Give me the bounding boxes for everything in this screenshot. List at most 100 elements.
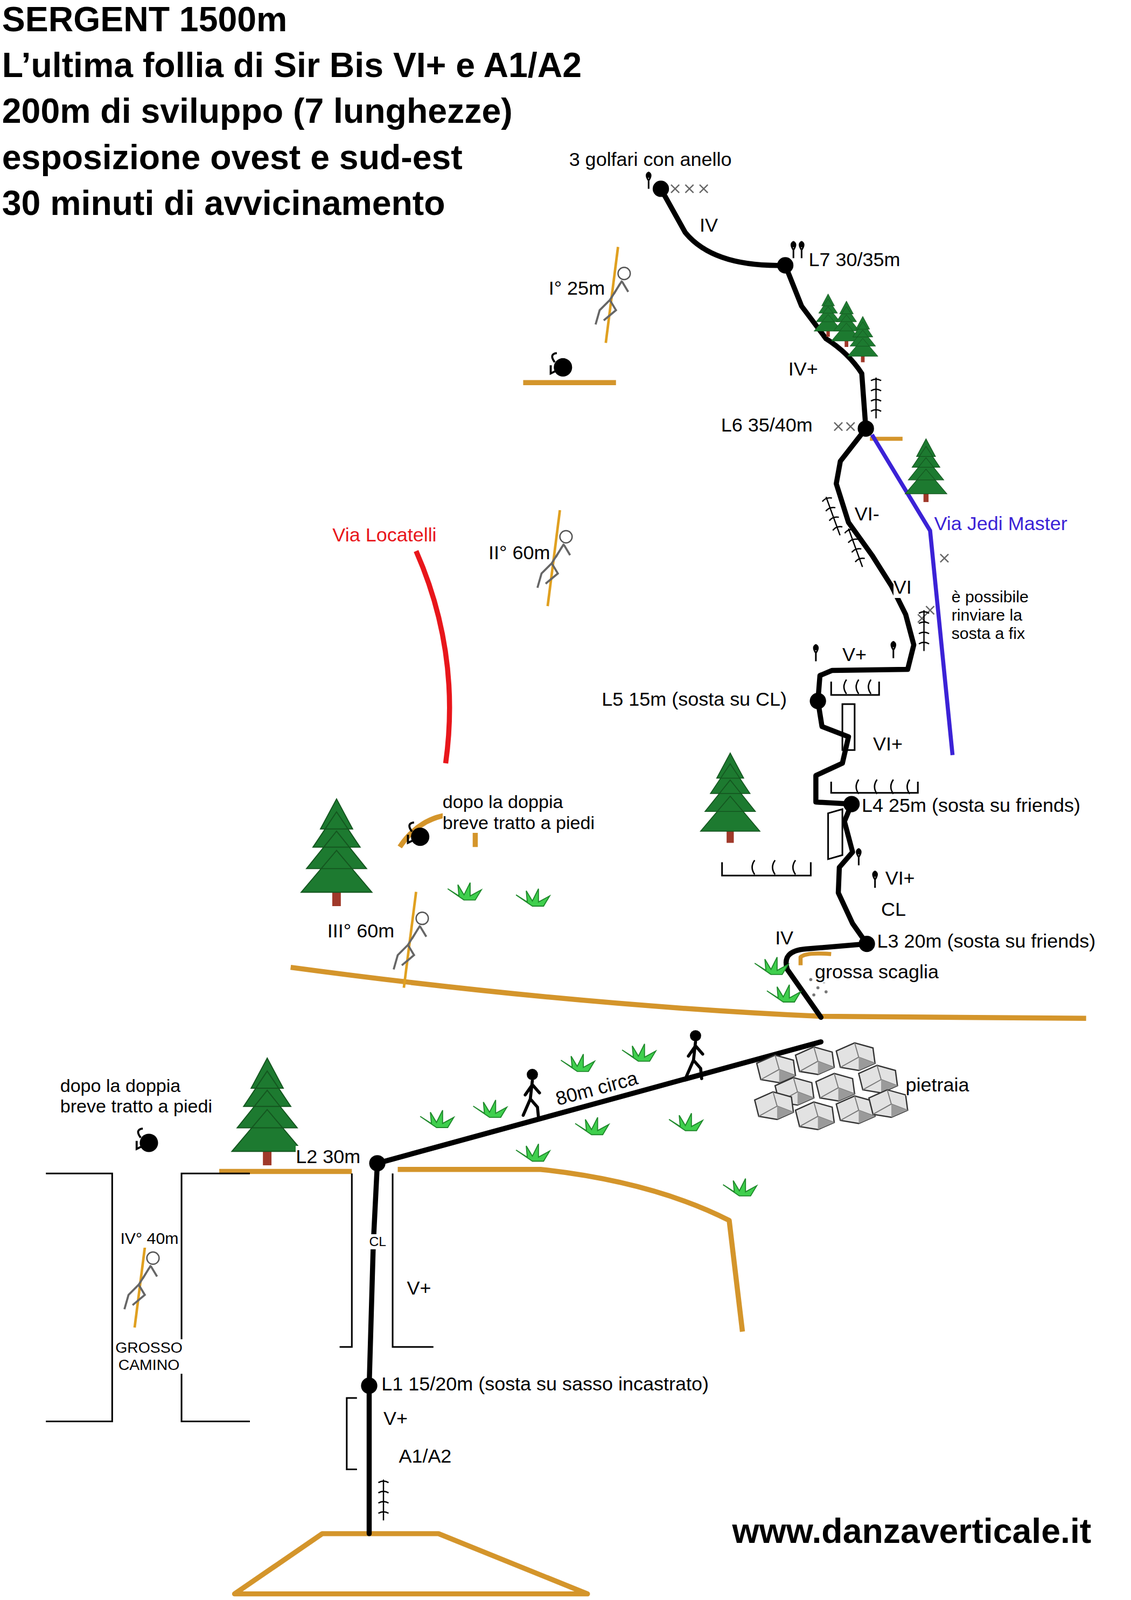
scree-rocks-part bbox=[795, 1101, 835, 1130]
topo-label: IV° 40m bbox=[120, 1229, 179, 1248]
wall-outlines-part bbox=[828, 808, 843, 860]
cam-symbols-part bbox=[874, 779, 878, 794]
hanger-symbols-part bbox=[856, 848, 862, 865]
cam-symbols-part bbox=[843, 679, 847, 694]
belay-stations-part bbox=[843, 795, 860, 812]
topo-label: L2 30m bbox=[295, 1145, 361, 1168]
bolt-marks-part bbox=[834, 422, 843, 431]
belay-stations-part bbox=[368, 1154, 386, 1171]
trees-part bbox=[905, 438, 947, 502]
walking-figures-part bbox=[522, 1068, 540, 1117]
route-info: 200m di sviluppo (7 lunghezze) bbox=[2, 91, 513, 131]
cam-symbols-part bbox=[856, 679, 860, 694]
scree-rocks-part bbox=[836, 1042, 876, 1071]
scree-dots-part bbox=[824, 989, 828, 994]
scree-rocks-part bbox=[754, 1091, 794, 1120]
cam-symbols-part bbox=[868, 679, 871, 694]
grass-tufts-part bbox=[668, 1112, 703, 1130]
ground-ledges-part bbox=[234, 1533, 588, 1594]
ladder-symbols-part bbox=[821, 494, 846, 537]
topo-label: III° 60m bbox=[327, 919, 395, 942]
trees-part bbox=[700, 752, 760, 843]
grass-tufts-part bbox=[515, 888, 550, 906]
topo-label: I° 25m bbox=[548, 277, 605, 299]
scree-dots-part bbox=[812, 993, 816, 997]
topo-label: dopo la doppia breve tratto a piedi bbox=[442, 791, 604, 833]
ground-ledges-part bbox=[522, 380, 616, 386]
wall-outlines-part bbox=[722, 862, 812, 876]
scree-rocks bbox=[754, 1042, 908, 1130]
topo-label: II° 60m bbox=[488, 541, 550, 564]
topo-label: V+ bbox=[842, 643, 867, 666]
grass-tufts-part bbox=[447, 882, 481, 900]
hanger-symbols-part bbox=[646, 172, 652, 189]
topo-label: L4 25m (sosta su friends) bbox=[861, 794, 1081, 816]
ground-ledges-part bbox=[290, 967, 1087, 1019]
route-line-part bbox=[818, 428, 914, 702]
scree-dots-part bbox=[809, 978, 813, 982]
route-line-part bbox=[838, 804, 868, 944]
cam-symbols-part bbox=[752, 860, 756, 875]
topo-label: GROSSO CAMINO bbox=[114, 1338, 184, 1374]
grass-tufts-part bbox=[473, 1099, 507, 1117]
via-locatelli-line bbox=[416, 550, 450, 764]
topo-label: è possibile rinviare la sosta a fix bbox=[951, 587, 1050, 643]
hanger-symbols-part bbox=[813, 644, 819, 661]
scree-rocks-part bbox=[795, 1046, 835, 1074]
route-info: L’ultima follia di Sir Bis VI+ e A1/A2 bbox=[2, 45, 582, 85]
cam-symbols-part bbox=[906, 779, 910, 794]
bolt-marks-part bbox=[917, 613, 926, 623]
scree-rocks-part bbox=[868, 1089, 908, 1117]
belay-stations-part bbox=[777, 256, 794, 274]
wall-outlines-part bbox=[346, 1397, 358, 1470]
grass-tufts-part bbox=[420, 1109, 454, 1128]
topo-label: grossa scaglia bbox=[814, 960, 939, 983]
topo-label: L6 35/40m bbox=[721, 414, 813, 436]
belay-stations-part bbox=[858, 935, 875, 952]
topo-label: IV bbox=[775, 926, 794, 949]
rappel-anchors-part bbox=[407, 822, 430, 847]
cam-symbols-part bbox=[890, 779, 894, 794]
trees-part bbox=[301, 798, 372, 906]
route-info: 30 minuti di avvicinamento bbox=[2, 183, 446, 223]
grass-tufts-part bbox=[515, 1143, 550, 1161]
topo-label: VI- bbox=[854, 503, 880, 525]
grass-tufts-part bbox=[575, 1116, 609, 1135]
hanger-symbols-part bbox=[872, 871, 878, 888]
grass-tufts-part bbox=[622, 1043, 656, 1061]
route-line-part bbox=[368, 1041, 821, 1534]
grass-tufts-part bbox=[754, 957, 788, 975]
rappel-anchors-part bbox=[550, 352, 573, 377]
topo-label: CL bbox=[368, 1233, 386, 1249]
bolt-marks-part bbox=[699, 184, 708, 193]
route-info: www.danzaverticale.it bbox=[732, 1511, 1092, 1551]
grass-tufts-part bbox=[766, 984, 801, 1002]
route-line bbox=[368, 188, 914, 1533]
topo-label: Via Locatelli bbox=[332, 524, 437, 546]
topo-label: V+ bbox=[407, 1276, 432, 1299]
route-line-part bbox=[660, 188, 786, 265]
wall-outlines-part bbox=[339, 1173, 353, 1347]
belay-stations-part bbox=[857, 420, 875, 437]
scree-dots-part bbox=[816, 986, 820, 990]
topo-label: VI+ bbox=[885, 867, 916, 889]
topo-label: L1 15/20m (sosta su sasso incastrato) bbox=[381, 1372, 709, 1395]
wall-outlines-part bbox=[831, 681, 879, 695]
hanger-symbols-part bbox=[799, 241, 805, 258]
rappel-anchors bbox=[136, 352, 573, 1152]
ladder-symbols-part bbox=[378, 1478, 389, 1520]
wall-outlines-part bbox=[392, 1173, 434, 1347]
belay-stations bbox=[360, 180, 875, 1394]
abseil-figures bbox=[124, 246, 631, 1328]
topo-label: A1/A2 bbox=[398, 1444, 452, 1467]
walking-figures-part bbox=[686, 1029, 703, 1079]
via-jedi-master-line bbox=[871, 434, 953, 756]
bolt-marks bbox=[671, 184, 949, 623]
cam-symbols-part bbox=[772, 860, 776, 875]
bolt-marks-part bbox=[685, 184, 694, 193]
topo-label: CL bbox=[881, 898, 906, 920]
trees bbox=[232, 294, 948, 1166]
topo-label: V+ bbox=[383, 1407, 408, 1429]
bolt-marks-part bbox=[846, 422, 855, 431]
route-line-part bbox=[785, 264, 867, 429]
